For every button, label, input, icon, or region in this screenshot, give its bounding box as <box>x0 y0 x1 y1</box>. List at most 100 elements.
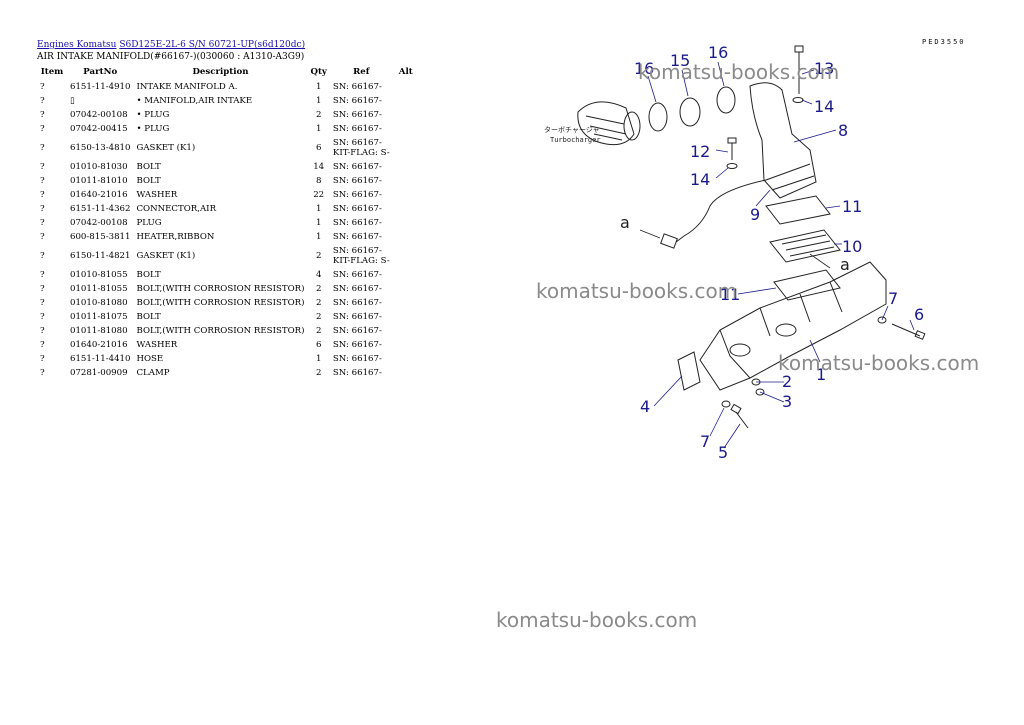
row-qty: 1 <box>315 82 322 92</box>
row-qty: 1 <box>315 204 322 214</box>
callout-number: 8 <box>838 121 848 140</box>
row-item: ? <box>40 298 45 308</box>
row-ref-serial: SN: 66167- <box>332 110 382 120</box>
callout-number: 11 <box>720 285 740 304</box>
row-qty: 1 <box>315 96 322 106</box>
callout-number: 16 <box>708 43 728 62</box>
row-qty: 1 <box>315 218 322 228</box>
bolt-part <box>726 137 738 169</box>
row-partno: 01011-81055 <box>70 284 128 294</box>
callout-number: 7 <box>700 432 710 451</box>
callout-numbers: 16 15 16 13 14 8 12 14 9 11 10 11 7 6 1 … <box>634 43 924 462</box>
callout-number: 15 <box>670 51 690 70</box>
gasket-part <box>773 269 841 301</box>
row-partno: 01011-81080 <box>70 326 128 336</box>
row-partno: 01010-81080 <box>70 298 128 308</box>
parts-table: Item PartNo Description Qty Ref Alt ?615… <box>37 66 419 380</box>
header-item: Item <box>40 67 64 77</box>
row-ref-serial: SN: 66167- <box>332 298 382 308</box>
heater-connector-plug <box>660 233 678 249</box>
row-qty: 2 <box>315 284 322 294</box>
row-item: ? <box>40 162 45 172</box>
page-title: AIR INTAKE MANIFOLD(#66167-)(030060 : A1… <box>37 52 305 62</box>
callout-number: 9 <box>750 205 760 224</box>
row-item: ? <box>40 176 45 186</box>
row-ref: SN: 66167- <box>330 366 393 380</box>
row-alt <box>393 174 419 188</box>
row-partno: 07281-00909 <box>70 368 128 378</box>
header-alt: Alt <box>398 67 413 77</box>
row-ref-serial: SN: 66167- <box>332 96 382 106</box>
callout-number: 3 <box>782 392 792 411</box>
row-description: BOLT <box>136 162 161 172</box>
reference-label-a: a <box>620 213 630 232</box>
row-item: ? <box>40 190 45 200</box>
row-item: ? <box>40 251 45 261</box>
row-ref-serial: SN: 66167- <box>332 190 382 200</box>
row-ref-serial: SN: 66167- <box>332 326 382 336</box>
row-ref-serial: SN: 66167- <box>332 176 382 186</box>
row-qty: 2 <box>315 312 322 322</box>
row-ref-kit-flag: KIT-FLAG: S- <box>332 148 390 158</box>
row-ref-serial: SN: 66167- <box>332 368 382 378</box>
breadcrumb-engines-link[interactable]: Engines Komatsu <box>37 40 117 50</box>
row-partno: ▯ <box>70 96 75 106</box>
intake-manifold-part <box>699 261 887 391</box>
row-qty: 2 <box>315 298 322 308</box>
parts-table-header: Item PartNo Description Qty Ref Alt <box>37 66 419 80</box>
row-qty: 14 <box>313 162 325 172</box>
breadcrumb-model-link[interactable]: S6D125E-2L-6 S/N 60721-UP(s6d120dc) <box>119 40 306 50</box>
bolt-part <box>891 323 926 340</box>
row-item: ? <box>40 96 45 106</box>
row-item: ? <box>40 354 45 364</box>
row-qty: 22 <box>313 190 325 200</box>
row-description: GASKET (K1) <box>136 143 196 153</box>
row-description: BOLT <box>136 312 161 322</box>
row-ref-serial: SN: 66167- <box>332 218 382 228</box>
row-qty: 8 <box>315 176 322 186</box>
row-item: ? <box>40 232 45 242</box>
row-alt <box>393 108 419 122</box>
row-description: HEATER,RIBBON <box>136 232 215 242</box>
row-ref: SN: 66167- <box>330 324 393 338</box>
row-description: BOLT,(WITH CORROSION RESISTOR) <box>136 326 305 336</box>
row-alt <box>393 324 419 338</box>
exploded-parts-diagram: PED3550 ターボチャージャ Turbocharger <box>536 38 979 462</box>
row-qty: 6 <box>315 143 322 153</box>
row-ref: SN: 66167- <box>330 80 393 94</box>
row-partno: 6151-11-4410 <box>70 354 131 364</box>
row-qty: 6 <box>315 340 322 350</box>
sheet-code: PED3550 <box>922 38 966 46</box>
header-ref: Ref <box>353 67 370 77</box>
watermark-text: komatsu-books.com <box>496 608 697 632</box>
row-partno: 01010-81055 <box>70 270 128 280</box>
callout-number: 4 <box>640 397 650 416</box>
row-ref-serial: SN: 66167- <box>332 270 382 280</box>
row-qty: 2 <box>315 368 322 378</box>
row-ref-serial: SN: 66167- <box>332 232 382 242</box>
row-ref: SN: 66167- <box>330 188 393 202</box>
header-partno: PartNo <box>83 67 118 77</box>
row-alt <box>393 282 419 296</box>
row-partno: 6151-11-4910 <box>70 82 131 92</box>
row-description: WASHER <box>136 340 178 350</box>
row-description: HOSE <box>136 354 164 364</box>
row-qty: 1 <box>315 354 322 364</box>
row-ref-serial: SN: 66167- <box>332 284 382 294</box>
row-ref: SN: 66167-KIT-FLAG: S- <box>330 244 393 268</box>
row-partno: 6150-13-4810 <box>70 143 131 153</box>
row-description: GASKET (K1) <box>136 251 196 261</box>
row-ref-serial: SN: 66167- <box>332 354 382 364</box>
row-partno: 01011-81075 <box>70 312 128 322</box>
row-alt <box>393 216 419 230</box>
